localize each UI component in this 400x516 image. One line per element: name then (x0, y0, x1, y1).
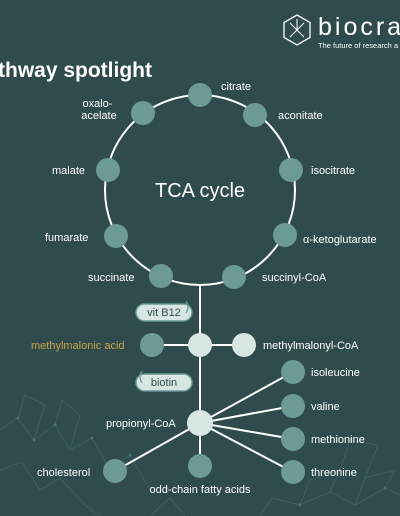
cycle-node-isocitrate (279, 158, 303, 182)
source-lines (114, 371, 294, 473)
source-node-odd-chain-fatty-acids (188, 454, 212, 478)
brand-name: biocrat (318, 13, 400, 41)
label-methylmalonyl-coa: methylmalonyl-CoA (263, 340, 359, 352)
tca-cycle-label: TCA cycle (155, 180, 245, 202)
label-alpha-ketoglutarate: α-ketoglutarate (303, 234, 377, 246)
cycle-node-aconitate (243, 103, 267, 127)
label-isoleucine: isoleucine (311, 367, 360, 379)
brand-tagline: The future of research a (318, 41, 399, 50)
arrow-biotin-icon (139, 370, 143, 384)
source-node-valine (281, 394, 305, 418)
label-aconitate: aconitate (278, 110, 323, 122)
label-valine: valine (311, 401, 340, 413)
label-methylmalonic-acid: methylmalonic acid (31, 340, 125, 352)
cofactor-biotin: biotin (135, 373, 193, 392)
source-node-threonine (281, 460, 305, 484)
cofactor-biotin-label: biotin (151, 377, 177, 389)
node-methylmalonic-acid (140, 333, 164, 357)
background-network-dots (16, 416, 387, 507)
label-threonine: threonine (311, 467, 357, 479)
label-odd-chain-fatty-acids: odd-chain fatty acids (150, 484, 251, 496)
label-malate: malate (52, 165, 85, 177)
cycle-node-succinyl-coa (222, 265, 246, 289)
node-methylmalonyl-coa (232, 333, 256, 357)
node-propionyl-coa (187, 410, 213, 436)
cycle-node-fumarate (104, 224, 128, 248)
label-cholesterol: cholesterol (37, 467, 90, 479)
cycle-node-citrate (188, 83, 212, 107)
label-methionine: methionine (311, 434, 365, 446)
source-node-cholesterol (103, 459, 127, 483)
cycle-node-malate (96, 158, 120, 182)
label-propionyl-coa: propionyl-CoA (106, 418, 176, 430)
label-citrate: citrate (221, 81, 251, 93)
cycle-node-alpha-ketoglutarate (273, 223, 297, 247)
cofactor-vit-b12: vit B12 (135, 303, 193, 322)
cofactor-vit-b12-label: vit B12 (147, 307, 181, 319)
label-succinyl-coa: succinyl-CoA (262, 272, 327, 284)
label-oxaloacetate: oxalo- acelate (81, 98, 116, 122)
arrow-b12-icon (185, 300, 189, 314)
label-succinate: succinate (88, 272, 134, 284)
source-node-methionine (281, 427, 305, 451)
label-fumarate: fumarate (45, 232, 88, 244)
node-junction (188, 333, 212, 357)
biocrates-logo-icon (283, 14, 311, 46)
page-title: thway spotlight (0, 59, 152, 82)
cycle-node-oxaloacetate (131, 101, 155, 125)
cycle-node-succinate (149, 264, 173, 288)
source-node-isoleucine (281, 360, 305, 384)
label-isocitrate: isocitrate (311, 165, 355, 177)
